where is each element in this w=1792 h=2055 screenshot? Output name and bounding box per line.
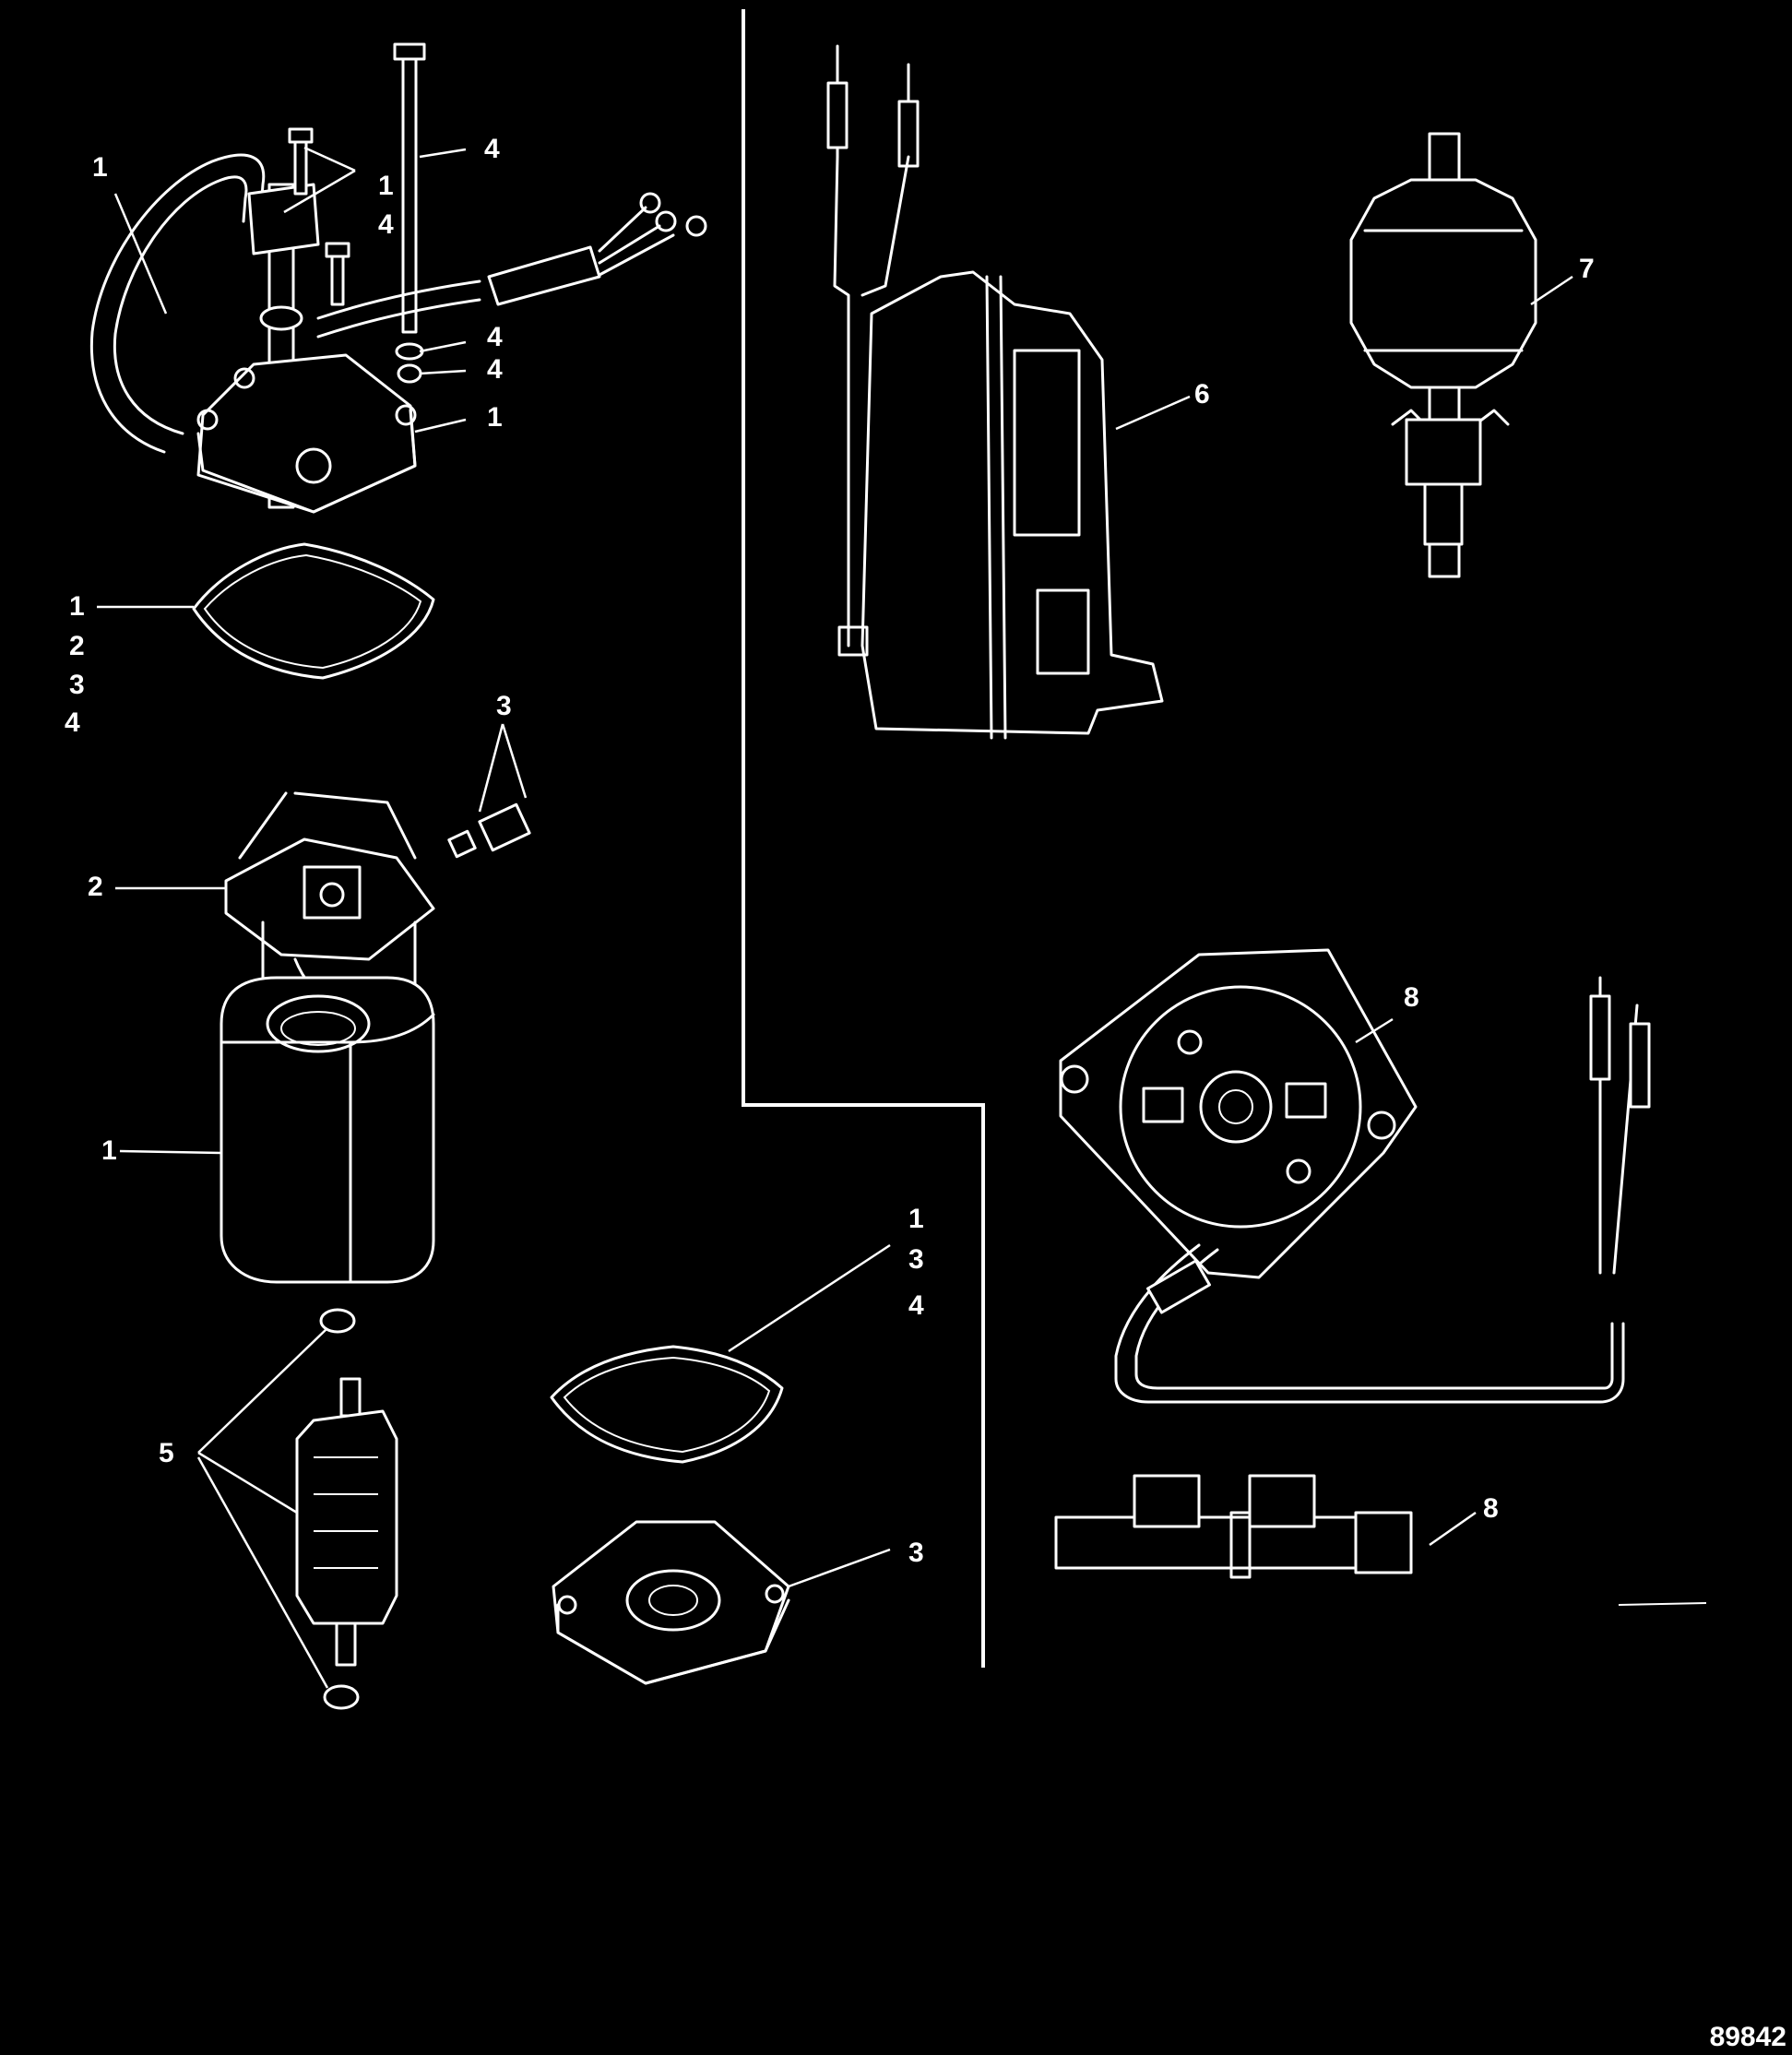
label-washer-a: 4	[487, 322, 503, 352]
label-gasket-1: 1	[908, 1204, 924, 1234]
label-gasket-4: 4	[908, 1290, 924, 1321]
figure-number: 89842	[1709, 2022, 1786, 2052]
label-hose: 1	[92, 152, 108, 183]
connector-8	[1054, 1474, 1413, 1579]
label-screw-b: 4	[378, 209, 394, 240]
brush-plate-8	[1059, 948, 1651, 1404]
label-long-bolt: 4	[484, 134, 500, 164]
armature-7	[1349, 132, 1537, 578]
label-brush-plate: 2	[88, 872, 103, 902]
label-seal-3: 3	[69, 670, 85, 700]
label-brush-plate-8: 8	[1404, 982, 1419, 1013]
motor-assembly-6	[826, 44, 1164, 740]
label-motor-assembly: 6	[1194, 379, 1210, 410]
label-gasket-3: 3	[908, 1244, 924, 1275]
brush-plate-assembly	[224, 791, 435, 1026]
base-plate	[552, 1520, 790, 1685]
brush-pair	[447, 802, 531, 859]
label-armature-5: 5	[159, 1438, 174, 1468]
label-seal-2: 2	[69, 631, 85, 661]
armature-5	[295, 1308, 398, 1710]
leader-lines	[97, 146, 1573, 1689]
end-cap-assembly	[89, 42, 707, 514]
label-seal-1: 1	[69, 591, 85, 622]
label-base-plate: 3	[908, 1538, 924, 1568]
gasket-lower	[550, 1345, 784, 1464]
dash-mark	[1618, 1602, 1707, 1606]
label-screw-a: 1	[378, 171, 394, 201]
label-housing: 1	[101, 1135, 117, 1166]
label-armature-7: 7	[1579, 254, 1595, 284]
label-end-cap: 1	[487, 402, 503, 433]
motor-housing	[220, 976, 435, 1284]
label-seal-4: 4	[65, 707, 80, 738]
seal-ring-top	[192, 542, 435, 680]
label-washer-b: 4	[487, 354, 503, 385]
label-brushes: 3	[496, 691, 512, 721]
label-connector-8: 8	[1483, 1493, 1499, 1524]
section-dividers	[742, 9, 985, 1668]
